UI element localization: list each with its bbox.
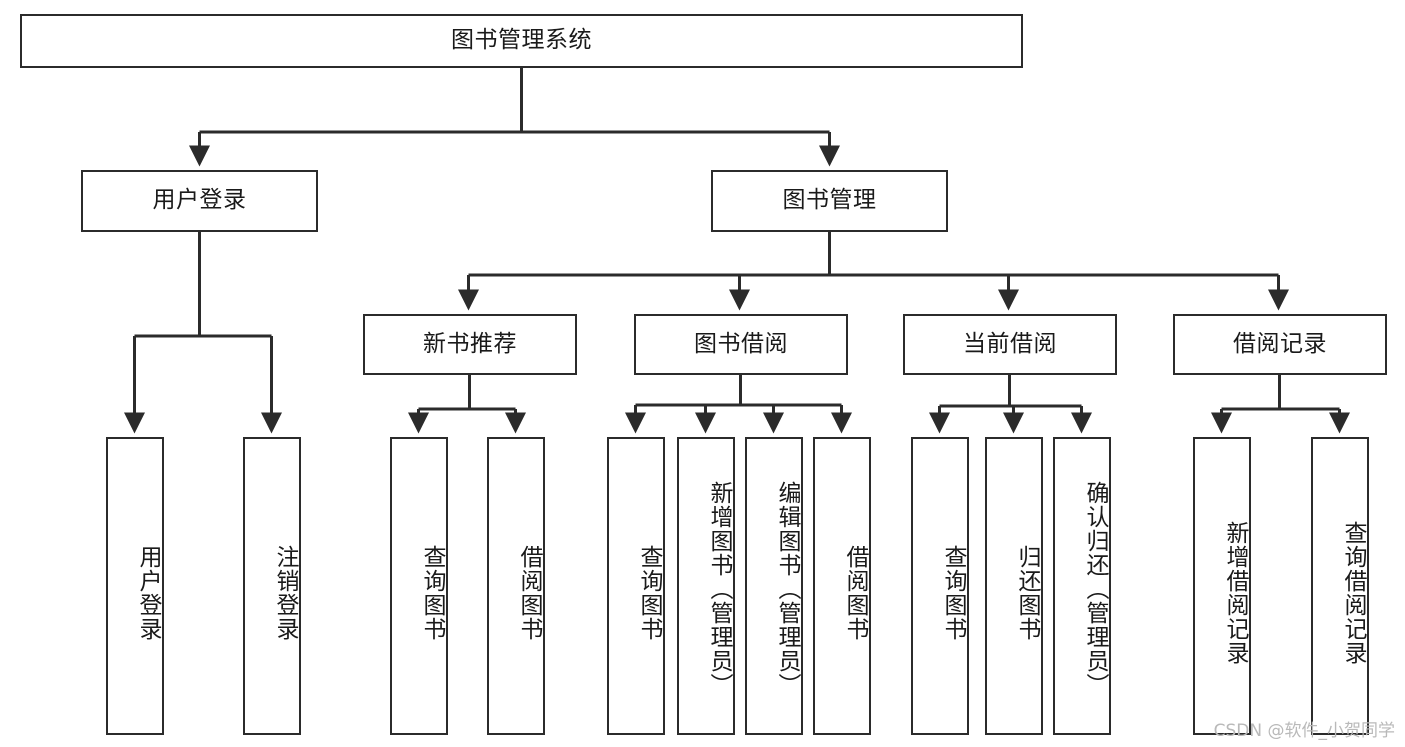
- node-book-borrow-label: 图书借阅: [694, 330, 788, 357]
- node-leaf-query-record-label: 查询借阅记录: [1340, 521, 1366, 665]
- node-root-label: 图书管理系统: [451, 27, 592, 54]
- node-leaf-query-record[interactable]: 查询借阅记录: [1311, 437, 1369, 735]
- node-current-borrow[interactable]: 当前借阅: [903, 314, 1117, 375]
- node-leaf-query-book-1-label: 查询图书: [419, 545, 445, 641]
- node-leaf-logout-label: 注销登录: [272, 545, 298, 641]
- node-leaf-query-book-2-label: 查询图书: [636, 545, 662, 641]
- csdn-watermark: CSDN @软件_小贺同学: [1213, 721, 1395, 741]
- node-leaf-query-book-1[interactable]: 查询图书: [390, 437, 448, 735]
- node-leaf-add-book-label: 新增图书（管理员）: [706, 481, 732, 697]
- node-leaf-logout[interactable]: 注销登录: [243, 437, 301, 735]
- node-leaf-edit-book[interactable]: 编辑图书（管理员）: [745, 437, 803, 735]
- node-leaf-edit-book-label: 编辑图书（管理员）: [774, 481, 800, 697]
- node-user-login[interactable]: 用户登录: [81, 170, 318, 232]
- node-leaf-confirm-return[interactable]: 确认归还（管理员）: [1053, 437, 1111, 735]
- node-current-borrow-label: 当前借阅: [963, 330, 1057, 357]
- node-borrow-record[interactable]: 借阅记录: [1173, 314, 1387, 375]
- node-new-book-rec-label: 新书推荐: [423, 330, 517, 357]
- node-leaf-borrow-book-2[interactable]: 借阅图书: [813, 437, 871, 735]
- node-leaf-add-book[interactable]: 新增图书（管理员）: [677, 437, 735, 735]
- node-leaf-query-book-2[interactable]: 查询图书: [607, 437, 665, 735]
- node-book-manage-label: 图书管理: [782, 187, 877, 214]
- node-leaf-user-login[interactable]: 用户登录: [106, 437, 164, 735]
- node-book-borrow[interactable]: 图书借阅: [634, 314, 848, 375]
- node-root[interactable]: 图书管理系统: [20, 14, 1023, 68]
- node-book-manage[interactable]: 图书管理: [711, 170, 948, 232]
- node-leaf-query-book-3-label: 查询图书: [940, 545, 966, 641]
- node-leaf-query-book-3[interactable]: 查询图书: [911, 437, 969, 735]
- node-leaf-borrow-book-2-label: 借阅图书: [842, 545, 868, 641]
- node-leaf-return-book-label: 归还图书: [1014, 545, 1040, 641]
- node-borrow-record-label: 借阅记录: [1233, 330, 1327, 357]
- node-user-login-label: 用户登录: [152, 187, 247, 214]
- node-leaf-user-login-label: 用户登录: [135, 545, 161, 641]
- node-leaf-add-record-label: 新增借阅记录: [1222, 521, 1248, 665]
- node-leaf-borrow-book-1-label: 借阅图书: [516, 545, 542, 641]
- node-leaf-borrow-book-1[interactable]: 借阅图书: [487, 437, 545, 735]
- node-leaf-add-record[interactable]: 新增借阅记录: [1193, 437, 1251, 735]
- node-new-book-rec[interactable]: 新书推荐: [363, 314, 577, 375]
- node-leaf-confirm-return-label: 确认归还（管理员）: [1082, 481, 1108, 697]
- node-leaf-return-book[interactable]: 归还图书: [985, 437, 1043, 735]
